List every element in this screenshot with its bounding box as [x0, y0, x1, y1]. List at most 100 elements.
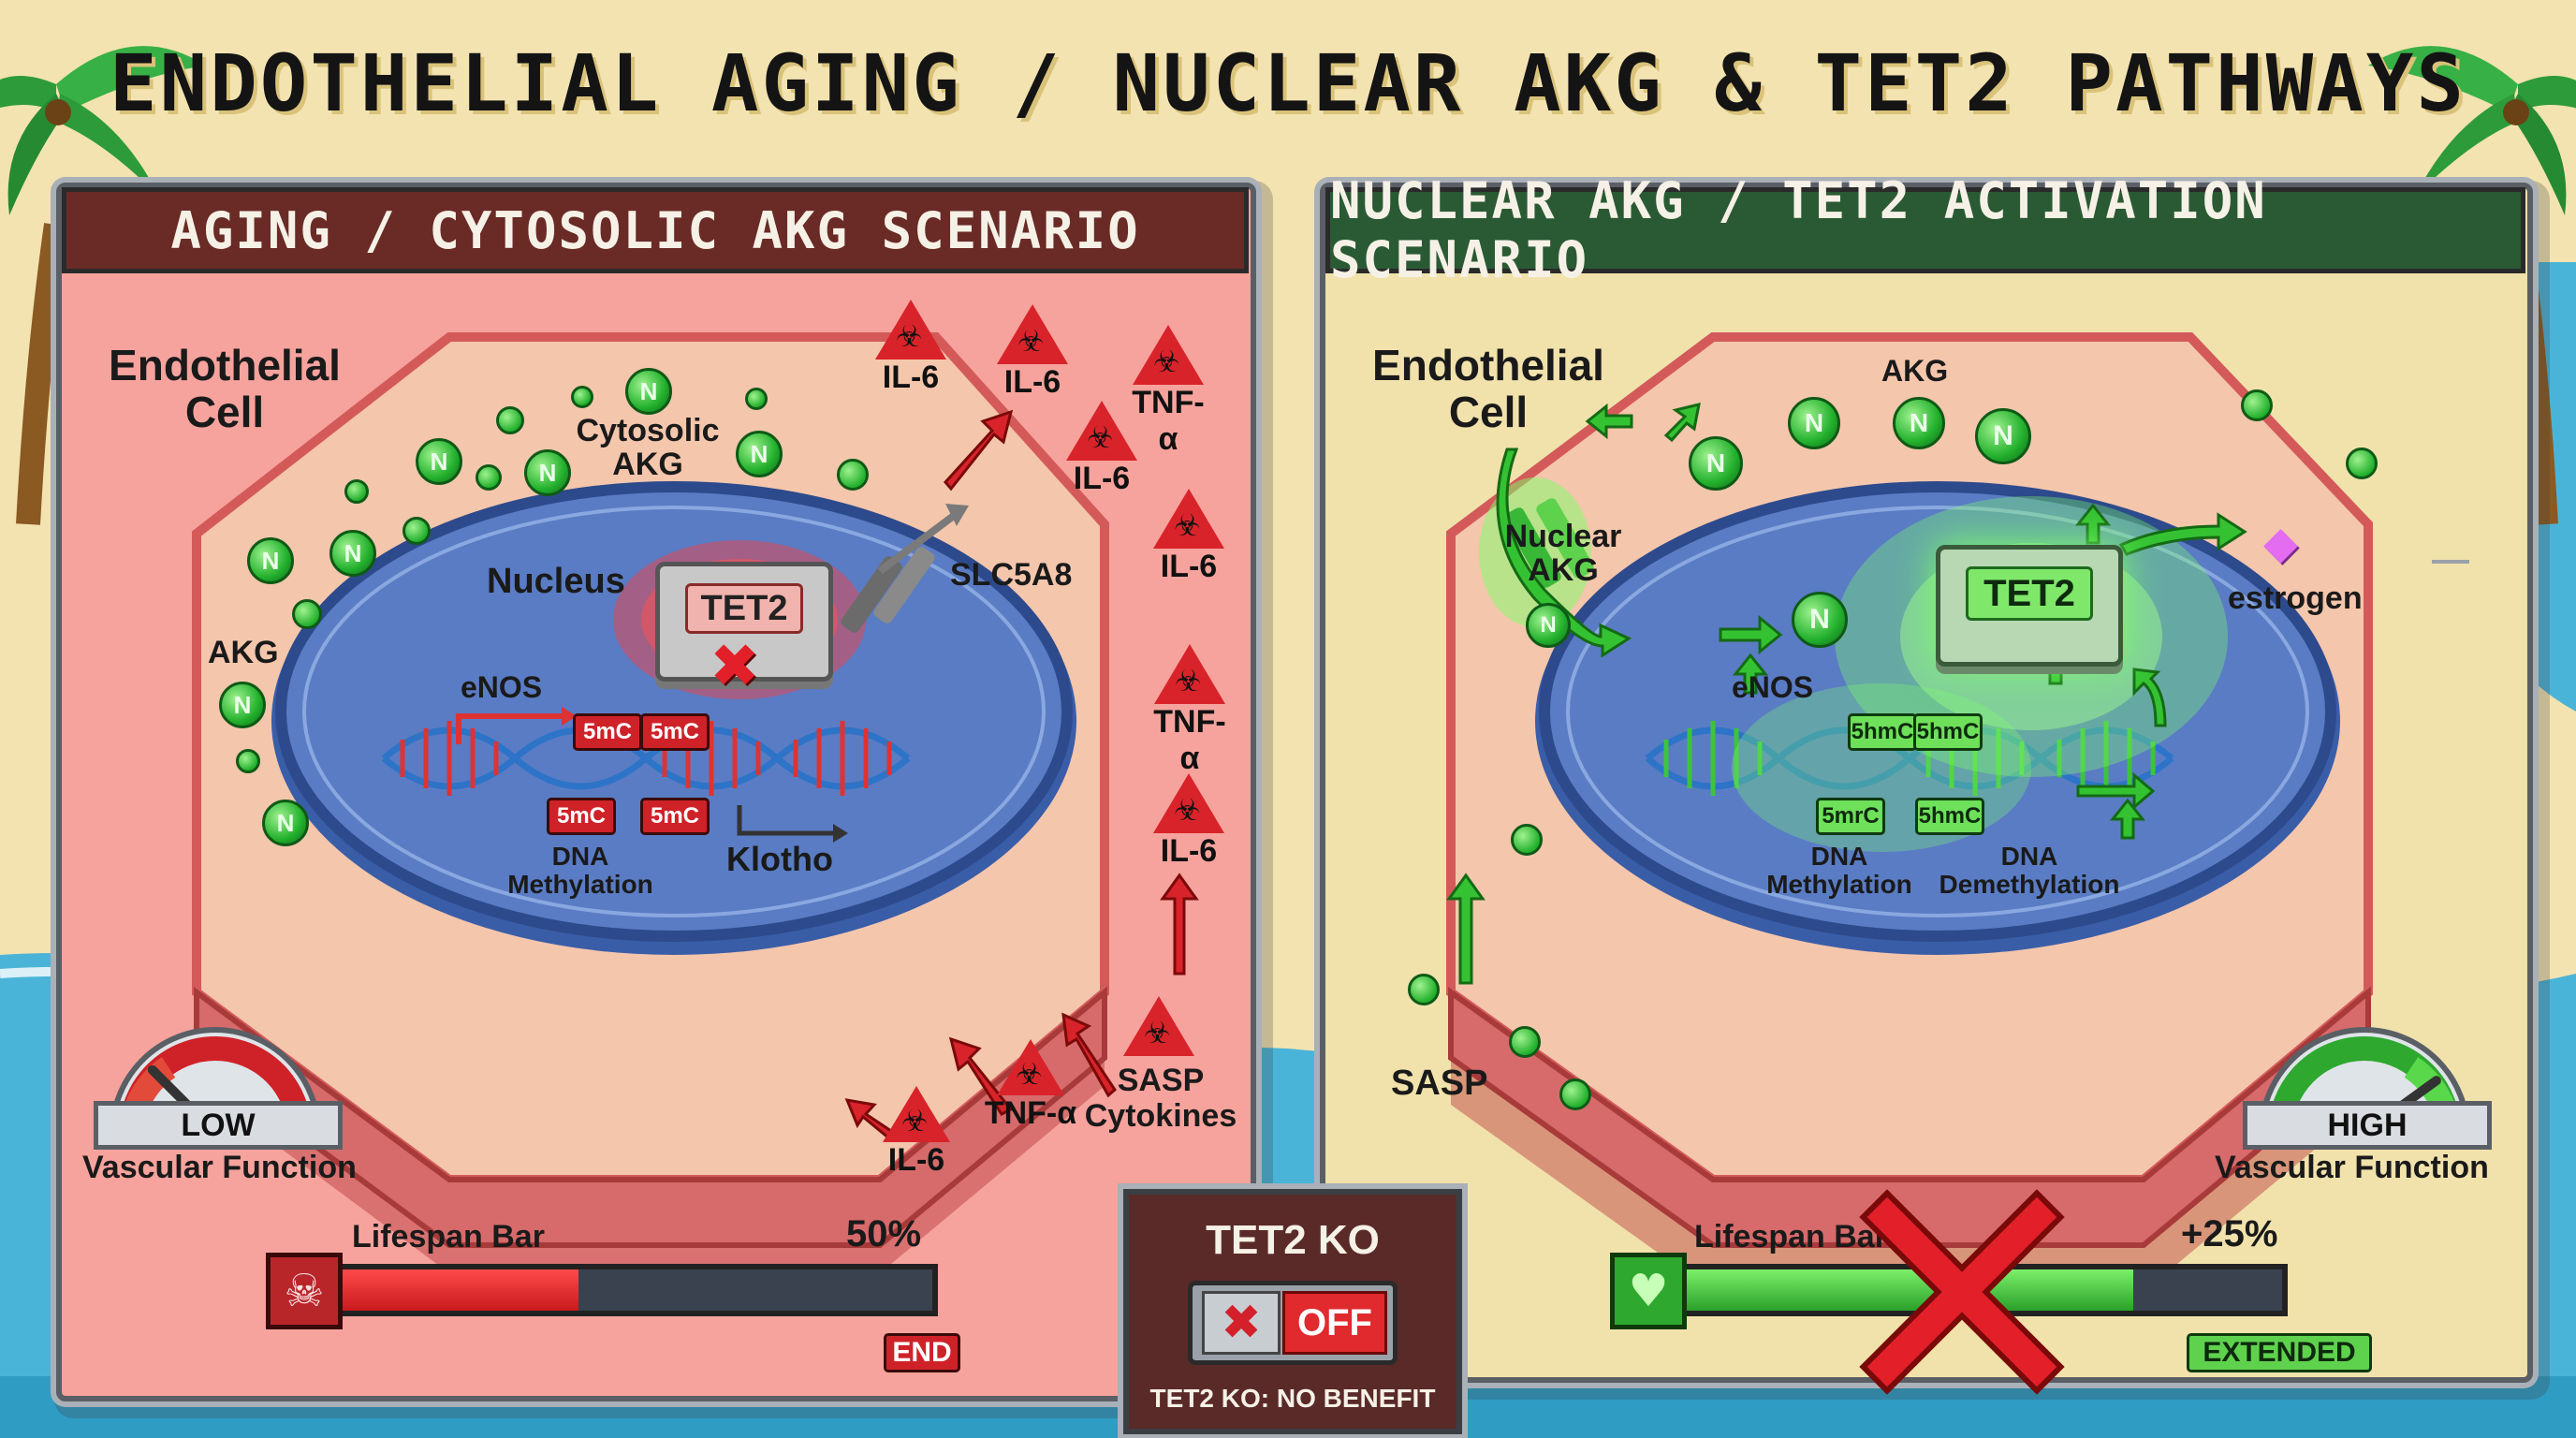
cytokine-hazard: ☣IL-6 — [1147, 489, 1231, 585]
biohazard-icon: ☣ — [1154, 644, 1225, 704]
biohazard-icon: ☣ — [997, 1039, 1064, 1095]
akg-particle — [292, 599, 322, 629]
akg-molecule: N — [524, 449, 571, 496]
akg-molecule: N — [247, 537, 294, 584]
cytokine-label: TNF-α — [1153, 704, 1226, 776]
cytokine-label: IL-6 — [1073, 461, 1131, 496]
akg-molecule: N — [219, 682, 266, 728]
akg-particle — [745, 388, 768, 410]
cytokine-label: IL-6 — [1003, 364, 1061, 400]
page-title: ENDOTHELIAL AGING / NUCLEAR AKG & TET2 P… — [110, 37, 2466, 129]
nucleus-label: Nucleus — [487, 562, 625, 601]
akg-particle — [402, 517, 431, 545]
dna-demethylation-label: DNA Demethylation — [1939, 842, 2120, 899]
cytokine-hazard: ☣IL-6 — [869, 300, 953, 396]
dna-methylation-label: DNA Methylation — [507, 842, 653, 899]
enos-label-right: eNOS — [1732, 670, 1814, 704]
cytokine-hazard: ☣IL-6 — [1060, 401, 1144, 497]
tet2-blocked-x-icon: ✖ — [710, 632, 760, 701]
cytokine-hazard: ☣TNF-α — [1148, 644, 1232, 777]
gauge-high-plate: HIGH — [2243, 1101, 2492, 1150]
5hmc-mark: 5hmC — [1913, 713, 1983, 751]
no-benefit-x-icon — [1859, 1189, 2065, 1395]
akg-molecule: N — [1792, 592, 1848, 648]
aging-cell-label: Endothelial Cell — [109, 341, 341, 436]
5mc-mark: 5mC — [547, 798, 616, 835]
5mc-mark: 5mC — [573, 713, 642, 751]
skull-icon: ☠ — [266, 1253, 343, 1329]
heart-icon: ♥ — [1610, 1253, 1687, 1329]
aging-panel-header: AGING / CYTOSOLIC AKG SCENARIO — [62, 187, 1249, 273]
5mc-mark: 5mC — [640, 713, 710, 751]
5hmc-mark: 5mrC — [1816, 798, 1885, 835]
lifespan-end-tag: END — [884, 1333, 960, 1372]
switch-off-x-icon: ✖ — [1202, 1291, 1281, 1355]
enos-label: eNOS — [461, 670, 543, 704]
biohazard-icon: ☣ — [875, 300, 946, 360]
akg-molecule: N — [416, 438, 462, 485]
vascular-function-label-right: Vascular Function — [2215, 1150, 2489, 1185]
cytokine-hazard: ☣IL-6 — [990, 304, 1075, 401]
tet2-ko-title: TET2 KO — [1206, 1217, 1380, 1263]
estrogen-gem-icon: ◆ — [2263, 517, 2298, 569]
activation-cell-label: Endothelial Cell — [1372, 341, 1604, 436]
akg-particle — [837, 459, 869, 491]
akg-molecule: N — [1975, 408, 2031, 464]
slc5a8-label: SLC5A8 — [950, 557, 1073, 593]
tet2-ko-switch[interactable]: ✖ OFF — [1188, 1281, 1398, 1365]
5mc-mark: 5mC — [640, 798, 710, 835]
akg-particle — [1511, 824, 1543, 856]
akg-particle — [496, 406, 524, 434]
lifespan-bar-label-left: Lifespan Bar — [352, 1219, 545, 1255]
5hmc-mark: 5hmC — [1848, 713, 1917, 751]
vascular-function-label-left: Vascular Function — [82, 1150, 357, 1185]
akg-particle — [2241, 389, 2273, 421]
lifespan-bar-left — [337, 1264, 938, 1316]
akg-molecule: N — [625, 368, 672, 415]
lifespan-bar-label-right: Lifespan Bar — [1694, 1219, 1887, 1255]
cytokine-hazard: ☣IL-6 — [1147, 773, 1231, 870]
lifespan-value-left: 50% — [846, 1213, 922, 1255]
palm-tree-right-icon — [2368, 46, 2576, 525]
switch-off-label: OFF — [1282, 1291, 1387, 1355]
akg-particle — [344, 479, 369, 504]
biohazard-icon: ☣ — [1123, 996, 1194, 1056]
biohazard-icon: ☣ — [1133, 325, 1204, 385]
estrogen-label: estrogen — [2228, 580, 2363, 616]
biohazard-icon: ☣ — [997, 304, 1068, 364]
akg-molecule: N — [736, 431, 783, 477]
akg-label: AKG — [208, 635, 279, 670]
akg-molecule: N — [262, 800, 309, 846]
akg-particle — [1559, 1078, 1591, 1110]
akg-label-right: AKG — [1881, 354, 1949, 388]
tet2-ko-caption: TET2 KO: NO BENEFIT — [1149, 1384, 1436, 1413]
akg-particle — [236, 749, 260, 773]
nuclear-akg-label: Nuclear AKG — [1504, 519, 1622, 588]
slc5a8-transporter-icon — [841, 504, 969, 633]
cytokine-label: TNF-α — [984, 1095, 1077, 1131]
akg-molecule: N — [1788, 397, 1840, 449]
tet2-ko-box: TET2 KO ✖ OFF TET2 KO: NO BENEFIT — [1123, 1189, 1462, 1434]
akg-molecule: N — [1526, 603, 1571, 648]
akg-molecule: N — [329, 530, 376, 577]
dna-methylation-label-right: DNA Methylation — [1766, 842, 1912, 899]
tet2-enzyme-inactive: TET2 — [655, 562, 833, 682]
cytokine-label: IL-6 — [1160, 549, 1218, 584]
biohazard-icon: ☣ — [883, 1086, 950, 1142]
5hmc-mark: 5hmC — [1915, 798, 1984, 835]
lifespan-extended-tag: EXTENDED — [2187, 1333, 2372, 1372]
lifespan-value-right: +25% — [2181, 1213, 2278, 1255]
tet2-activation-panel-header: NUCLEAR AKG / TET2 ACTIVATION SCENARIO — [1325, 171, 2525, 289]
cytokine-hazard: ☣IL-6 — [865, 1086, 968, 1179]
akg-particle — [1509, 1026, 1541, 1058]
akg-particle — [2346, 448, 2378, 479]
biohazard-icon: ☣ — [1153, 773, 1224, 833]
sasp-cytokines-label: SASP Cytokines — [1084, 1063, 1237, 1134]
akg-molecule: N — [1893, 397, 1945, 449]
cytokine-hazard: ☣TNF-α — [1126, 325, 1210, 458]
akg-transporter-icon — [1503, 498, 1594, 588]
cytosolic-akg-label: Cytosolic AKG — [576, 413, 720, 482]
biohazard-icon: ☣ — [1153, 489, 1224, 549]
cytokine-label: TNF-α — [1132, 385, 1205, 457]
cytokine-label: IL-6 — [1160, 833, 1218, 869]
